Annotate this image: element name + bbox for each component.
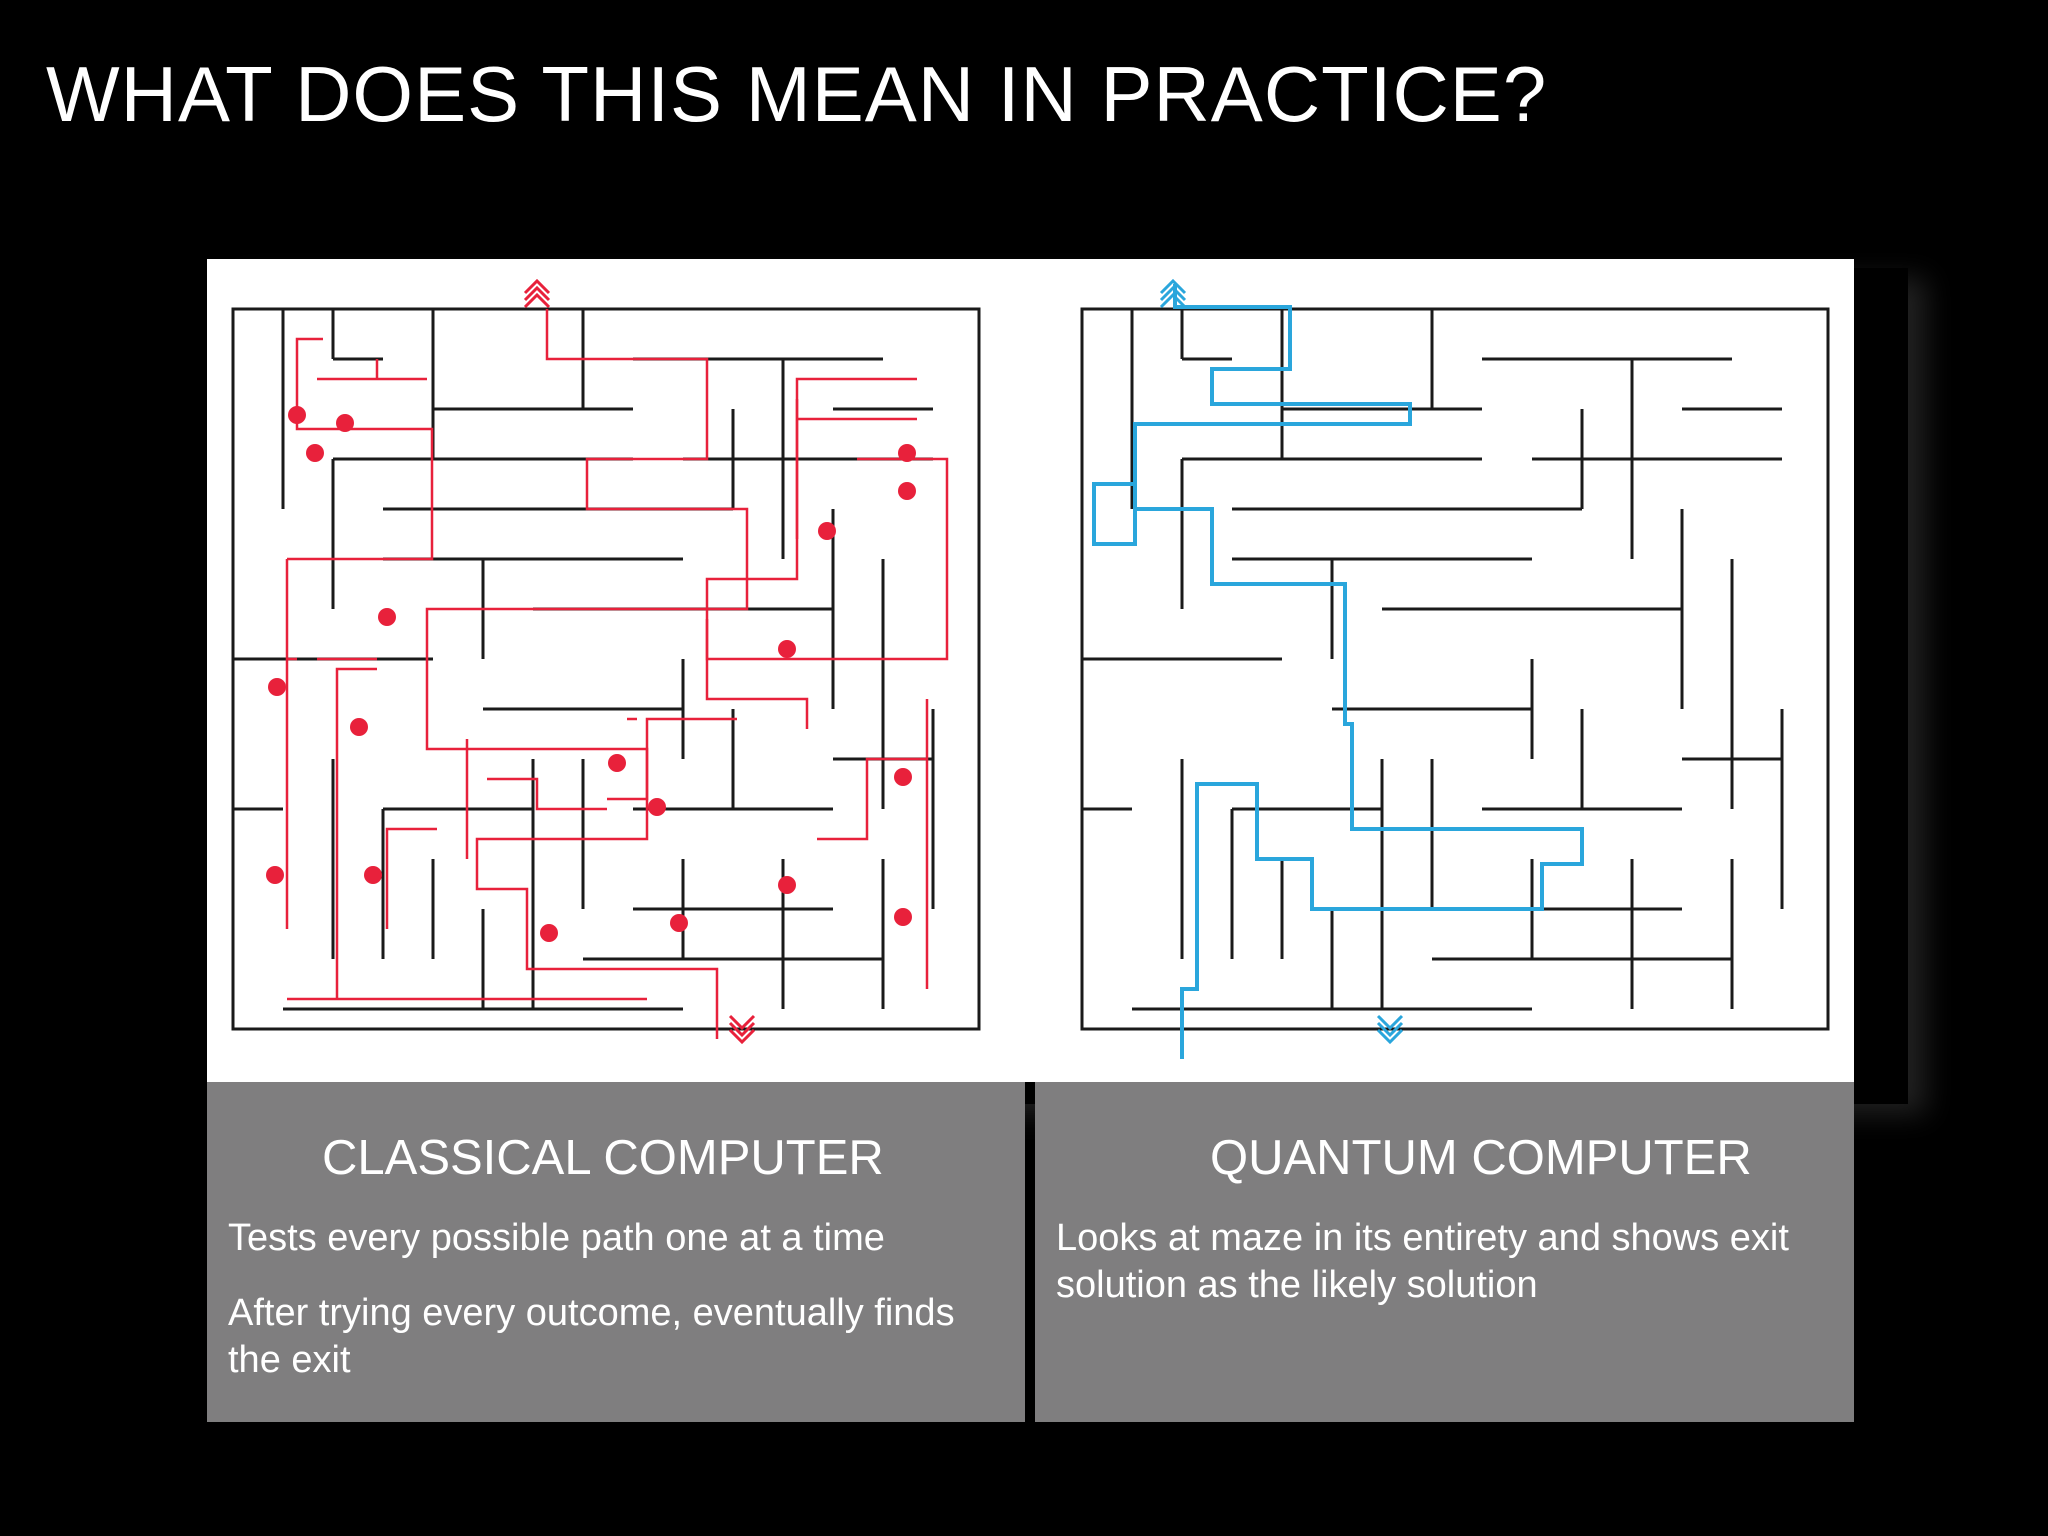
quantum-maze-walls bbox=[1082, 309, 1784, 1011]
classical-bullet-1: Tests every possible path one at a time bbox=[228, 1217, 885, 1259]
classical-path-segment bbox=[487, 777, 607, 811]
dead-end-dot bbox=[266, 866, 284, 884]
maze-illustration bbox=[207, 259, 1854, 1082]
classical-path-segment bbox=[817, 757, 927, 841]
classical-path-segment bbox=[425, 309, 749, 1039]
quantum-entry-arrow bbox=[1376, 1014, 1404, 1045]
classical-path-segment bbox=[335, 667, 377, 999]
classical-caption-box: CLASSICAL COMPUTER Tests every possible … bbox=[207, 1082, 1025, 1422]
classical-path-segment bbox=[705, 399, 809, 729]
classical-exit-arrow bbox=[523, 278, 551, 309]
classical-maze-outline bbox=[231, 307, 981, 1031]
dead-end-dot bbox=[378, 608, 396, 626]
dead-end-dot bbox=[608, 754, 626, 772]
dead-end-dot bbox=[778, 640, 796, 658]
classical-path-segment bbox=[705, 457, 949, 661]
dead-end-dot bbox=[288, 406, 306, 424]
quantum-body: Looks at maze in its entirety and shows … bbox=[1056, 1215, 1834, 1337]
dead-end-dot bbox=[540, 924, 558, 942]
quantum-bullet-1: Looks at maze in its entirety and shows … bbox=[1056, 1217, 1789, 1306]
dead-end-dot bbox=[336, 414, 354, 432]
dead-end-dot bbox=[648, 798, 666, 816]
quantum-caption-box: QUANTUM COMPUTER Looks at maze in its en… bbox=[1035, 1082, 1854, 1422]
dead-end-dot bbox=[818, 522, 836, 540]
classical-body: Tests every possible path one at a time … bbox=[228, 1215, 1005, 1412]
quantum-maze-outline bbox=[1080, 307, 1830, 1031]
dead-end-dot bbox=[898, 444, 916, 462]
classical-bullet-2: After trying every outcome, eventually f… bbox=[228, 1292, 955, 1381]
quantum-arrows bbox=[1159, 278, 1404, 1045]
dead-end-dot bbox=[670, 914, 688, 932]
quantum-exit-arrow bbox=[1159, 278, 1187, 309]
classical-path-segment bbox=[385, 827, 437, 929]
classical-search-paths bbox=[285, 309, 949, 1039]
dead-end-dot bbox=[898, 482, 916, 500]
dead-end-dot bbox=[350, 718, 368, 736]
dead-end-dot bbox=[306, 444, 324, 462]
quantum-solution-path bbox=[1092, 284, 1584, 1059]
dead-end-dot bbox=[894, 768, 912, 786]
classical-arrows bbox=[523, 278, 756, 1045]
dead-end-dot bbox=[778, 876, 796, 894]
classical-path-segment bbox=[607, 717, 737, 801]
dead-end-dot bbox=[894, 908, 912, 926]
classical-entry-arrow bbox=[728, 1014, 756, 1045]
classical-heading: CLASSICAL COMPUTER bbox=[322, 1131, 884, 1185]
dead-end-dot bbox=[268, 678, 286, 696]
maze-graphic bbox=[231, 278, 1830, 1059]
classical-path-segment bbox=[287, 337, 434, 561]
slide-title: WHAT DOES THIS MEAN IN PRACTICE? bbox=[46, 50, 1548, 138]
classical-maze bbox=[231, 278, 981, 1045]
quantum-heading: QUANTUM COMPUTER bbox=[1210, 1131, 1752, 1185]
dead-end-dot bbox=[364, 866, 382, 884]
quantum-maze bbox=[1080, 278, 1830, 1059]
classical-dead-ends bbox=[266, 406, 916, 942]
quantum-solution-segment bbox=[1092, 284, 1584, 1059]
